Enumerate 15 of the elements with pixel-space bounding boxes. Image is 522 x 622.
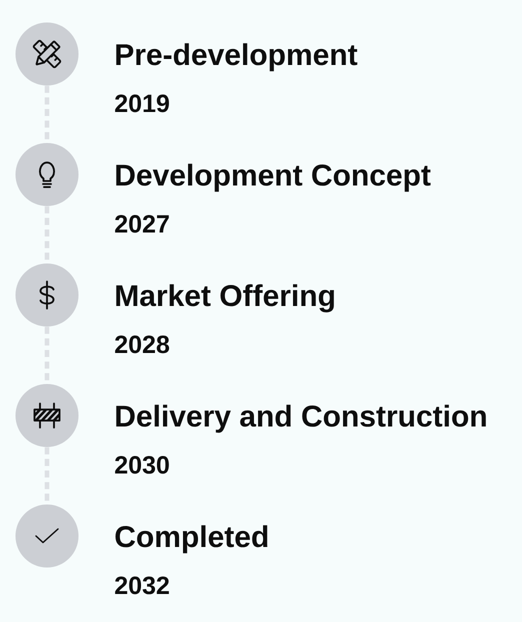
step-year: 2027 — [115, 215, 169, 233]
step-title: Completed — [116, 525, 268, 554]
step-title: Delivery and Construction — [116, 404, 486, 433]
timeline-circle — [16, 264, 78, 326]
timeline-circle — [16, 384, 78, 447]
step-year: 2032 — [115, 576, 169, 594]
step-title: Pre-development — [116, 43, 358, 72]
step-year: 2019 — [115, 94, 169, 112]
step-title: Development Concept — [116, 164, 431, 192]
timeline-circle — [16, 504, 78, 568]
timeline-circle — [16, 143, 78, 206]
step-year: 2028 — [115, 336, 170, 354]
step-title: Market Offering — [116, 284, 334, 312]
step-year: 2030 — [115, 456, 169, 474]
timeline-circle — [16, 22, 78, 86]
